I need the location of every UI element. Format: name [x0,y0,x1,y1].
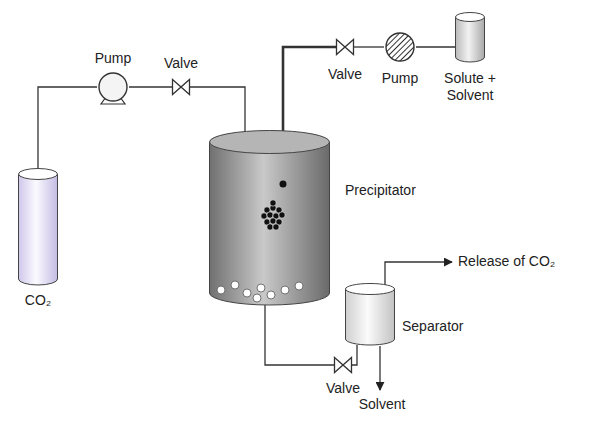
pipe-line [38,87,97,168]
particle [267,224,273,230]
node-label: Valve [328,66,362,83]
bubble [217,286,225,294]
droplet [280,181,287,188]
valve-symbol: Valve [336,39,354,55]
particle [270,200,276,206]
bubble [231,281,239,289]
release-arrow [385,262,452,287]
particle [273,224,279,230]
node-label: Valve [164,55,198,72]
valve-body [335,358,352,373]
bubble [267,291,275,299]
pump-body [99,73,127,101]
node-label: Pump [382,70,419,87]
vessel-top [456,13,485,22]
bubble [257,284,265,292]
node-label: Solute + Solvent [437,70,503,104]
vessel-body [210,142,330,305]
vessel-top [210,131,330,154]
valve-symbol: Valve [334,357,352,373]
valve-body [173,80,190,95]
valve-symbol: Valve [172,79,190,95]
pump-symbol: Pump [97,71,129,103]
pipe-line [265,305,334,365]
particle [261,213,267,219]
particle [279,212,285,218]
vessel-body [19,174,58,285]
flow-label: Solvent [359,396,406,413]
particle [270,218,276,224]
vessel-body [346,289,395,345]
vessel-top [346,284,395,295]
pipe-line [354,46,384,47]
vessel-top [19,169,58,180]
gas-cylinder: CO₂ [18,168,58,285]
valve-symbol-outline [336,39,354,55]
separator-vessel-outline [345,283,395,345]
pipe-line [129,86,172,87]
pipe-line [283,47,336,142]
precipitator-vessel: Precipitator [209,130,330,305]
flow-label: Release of CO₂ [458,253,555,270]
particle [267,212,273,218]
node-label: Valve [326,380,360,397]
feed-tank-outline [455,12,485,62]
valve-body [337,40,354,55]
vessel-body [456,17,485,62]
bubble [253,294,261,302]
separator-vessel: Separator [345,283,395,345]
bubble [281,286,289,294]
pump-symbol: Pump [384,31,416,63]
pump-symbol-outline [384,31,416,63]
node-label: Pump [95,50,132,67]
feed-tank: Solute + Solvent [455,12,485,62]
pump-body [386,33,414,61]
solvent-arrow [379,346,380,390]
pipe-line [352,345,357,365]
valve-symbol-outline [172,79,190,95]
gas-cylinder-outline [18,168,58,285]
node-label: Precipitator [345,182,416,199]
precipitator-vessel-outline [209,130,330,305]
bubble [295,282,303,290]
bubble [243,289,251,297]
node-label: CO₂ [25,292,51,309]
pump-symbol-outline [97,71,129,103]
node-label: Separator [402,318,463,335]
valve-symbol-outline [334,357,352,373]
pipe-line [416,46,455,47]
